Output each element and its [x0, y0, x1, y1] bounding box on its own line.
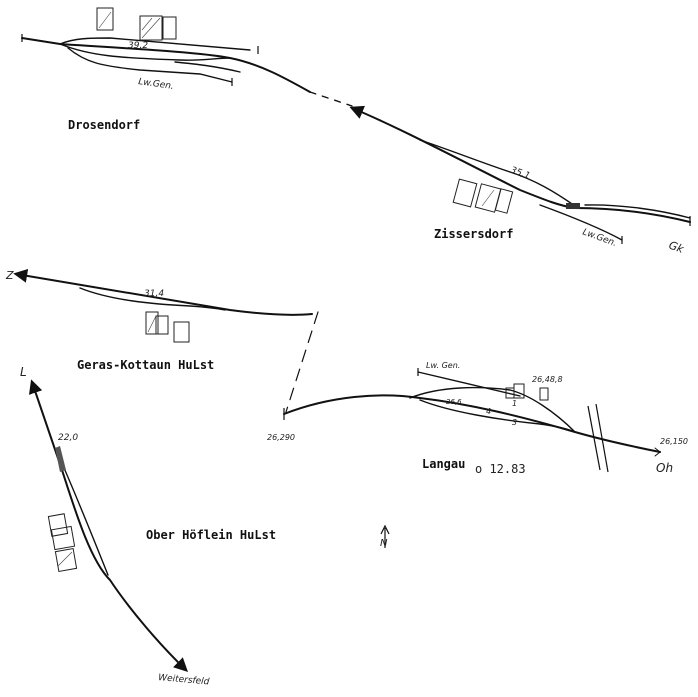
station-label-geras: Geras-Kottaun HuLst	[77, 358, 215, 372]
north-arrow: N	[380, 524, 390, 549]
revision-note: o 12.83	[475, 462, 526, 476]
geras-langau-gap	[285, 311, 319, 413]
drosendorf-main-track	[21, 37, 311, 93]
drosendorf-siding-2	[174, 61, 241, 73]
zissersdorf-exit-track-2	[584, 204, 691, 219]
zissersdorf-building-3	[494, 188, 514, 214]
geras-building-2	[155, 315, 169, 335]
langau-track-3-label: 3	[512, 418, 517, 427]
station-label-langau: Langau	[422, 457, 466, 471]
drosendorf-siding	[67, 47, 233, 83]
oberhoeflein-platform	[55, 446, 66, 472]
north-arrow-head	[380, 524, 390, 535]
langau-road-crossing-2	[595, 403, 609, 473]
oberhoeflein-building-2	[50, 525, 76, 551]
langau-siding	[417, 371, 521, 397]
zissersdorf-direction-label: Gk	[667, 239, 686, 257]
zissersdorf-building-1	[452, 178, 478, 208]
zissersdorf-main-track	[349, 105, 576, 209]
drosendorf-building-2-hatch-b	[141, 17, 153, 31]
zissersdorf-siding	[539, 204, 623, 241]
langau-track-1-label: 1	[512, 399, 517, 408]
drosendorf-siding-label: Lw.Gen.	[138, 77, 175, 92]
geras-station-group: Z 31,4	[5, 268, 319, 413]
drosendorf-station-group: 39,2 Lw.Gen.	[21, 7, 353, 107]
north-arrow-label: N	[380, 538, 388, 549]
zissersdorf-switch-block	[566, 203, 580, 209]
langau-km-building: 26,48,8	[532, 375, 563, 384]
geras-direction-label: Z	[5, 269, 14, 282]
langau-track-1	[409, 386, 576, 433]
zissersdorf-station-group: 35,1 Lw.Gen. Gk	[349, 105, 691, 257]
langau-km-platform: 26,6	[446, 398, 462, 406]
geras-building-hatch	[147, 315, 157, 333]
oberhoeflein-destination-label: Weitersfeld	[158, 673, 210, 687]
geras-building-3	[173, 321, 190, 343]
geras-loop-track	[79, 287, 226, 311]
station-label-oberhoeflein: Ober Höflein HuLst	[146, 528, 277, 542]
zissersdorf-building-2-hatch	[481, 189, 495, 207]
geras-km-label: 31,4	[144, 289, 164, 299]
geras-main-track	[13, 268, 313, 316]
langau-siding-label: Lw. Gen.	[426, 361, 460, 370]
station-label-drosendorf: Drosendorf	[68, 118, 141, 132]
langau-direction-arrow	[654, 447, 661, 457]
langau-station-group: Lw. Gen. 26,48,8 26,6 1 4 3 26,150 Oh 26…	[267, 361, 688, 475]
drosendorf-track-2	[59, 43, 231, 61]
drosendorf-building-3	[162, 16, 177, 40]
langau-track-4-label: 4	[486, 407, 491, 416]
langau-building-3	[539, 387, 549, 401]
langau-road-crossing-1	[587, 405, 601, 471]
geras-building-1	[145, 311, 159, 335]
drosendorf-building-2	[139, 15, 163, 41]
drosendorf-zissersdorf-gap	[309, 91, 353, 107]
oberhoeflein-building-3	[54, 548, 78, 572]
drosendorf-building-2-hatch	[141, 17, 161, 39]
station-label-zissersdorf: Zissersdorf	[434, 227, 514, 241]
oberhoeflein-km-label: 22,0	[58, 433, 78, 443]
oberhoeflein-direction-label: L	[20, 365, 27, 379]
langau-direction-label: Oh	[656, 461, 673, 475]
zissersdorf-exit-track	[574, 207, 691, 223]
langau-building-2	[513, 383, 525, 399]
oberhoeflein-main-track	[29, 379, 189, 672]
langau-km-end: 26,150	[660, 437, 688, 446]
oberhoeflein-building-1	[47, 513, 69, 537]
zissersdorf-km-label: 35,1	[509, 165, 531, 181]
oberhoeflein-building-hatch	[57, 551, 73, 567]
langau-main-track	[283, 394, 661, 453]
zissersdorf-loop-track	[419, 139, 576, 207]
langau-track-3	[419, 399, 576, 433]
zissersdorf-siding-label: Lw.Gen.	[581, 227, 618, 249]
drosendorf-building-1-hatch	[98, 11, 112, 29]
drosendorf-building-1	[96, 7, 114, 31]
langau-km-start: 26,290	[267, 433, 295, 442]
oberhoeflein-station-group: L 22,0 Weitersfeld	[20, 365, 210, 687]
drosendorf-track-1	[59, 37, 251, 51]
drosendorf-km-label: 39,2	[128, 41, 148, 51]
